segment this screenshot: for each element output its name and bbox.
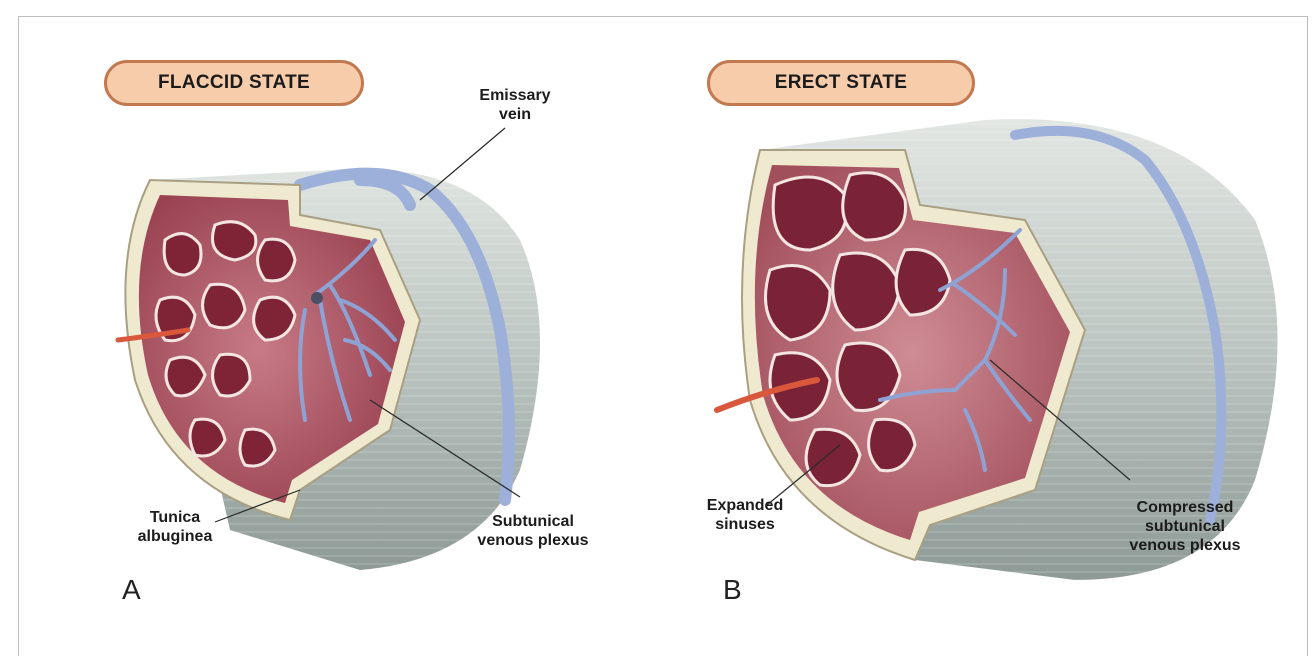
tunica-albuginea-label: Tunica albuginea xyxy=(130,508,220,546)
compressed-label-line2: subtunical xyxy=(1115,517,1255,536)
expanded-sinuses-label: Expanded sinuses xyxy=(695,496,795,534)
compressed-label-line3: venous plexus xyxy=(1115,536,1255,555)
subtunical-label-line2: venous plexus xyxy=(468,531,598,550)
erect-state-title-text: ERECT STATE xyxy=(775,72,907,94)
panel-letter-a: A xyxy=(122,574,141,606)
subtunical-label-line1: Subtunical xyxy=(468,512,598,531)
panel-letter-b: B xyxy=(723,574,742,606)
expanded-sinuses-label-line1: Expanded xyxy=(695,496,795,515)
emissary-vein-label: Emissary vein xyxy=(470,86,560,124)
compressed-label-line1: Compressed xyxy=(1115,498,1255,517)
emissary-vein-label-line2: vein xyxy=(470,105,560,124)
panel-b-erect: ERECT STATE Expanded sinuses Compressed … xyxy=(655,0,1310,650)
flaccid-state-title: FLACCID STATE xyxy=(104,60,364,106)
emissary-vein-label-line1: Emissary xyxy=(470,86,560,105)
tunica-albuginea-label-line1: Tunica xyxy=(130,508,220,527)
expanded-sinuses-label-line2: sinuses xyxy=(695,515,795,534)
tunica-albuginea-label-line2: albuginea xyxy=(130,527,220,546)
panel-a-flaccid: FLACCID STATE Emissary vein Tunica albug… xyxy=(0,0,655,650)
subtunical-venous-plexus-label: Subtunical venous plexus xyxy=(468,512,598,550)
flaccid-state-title-text: FLACCID STATE xyxy=(158,72,310,94)
erect-state-title: ERECT STATE xyxy=(707,60,975,106)
compressed-subtunical-venous-plexus-label: Compressed subtunical venous plexus xyxy=(1115,498,1255,555)
